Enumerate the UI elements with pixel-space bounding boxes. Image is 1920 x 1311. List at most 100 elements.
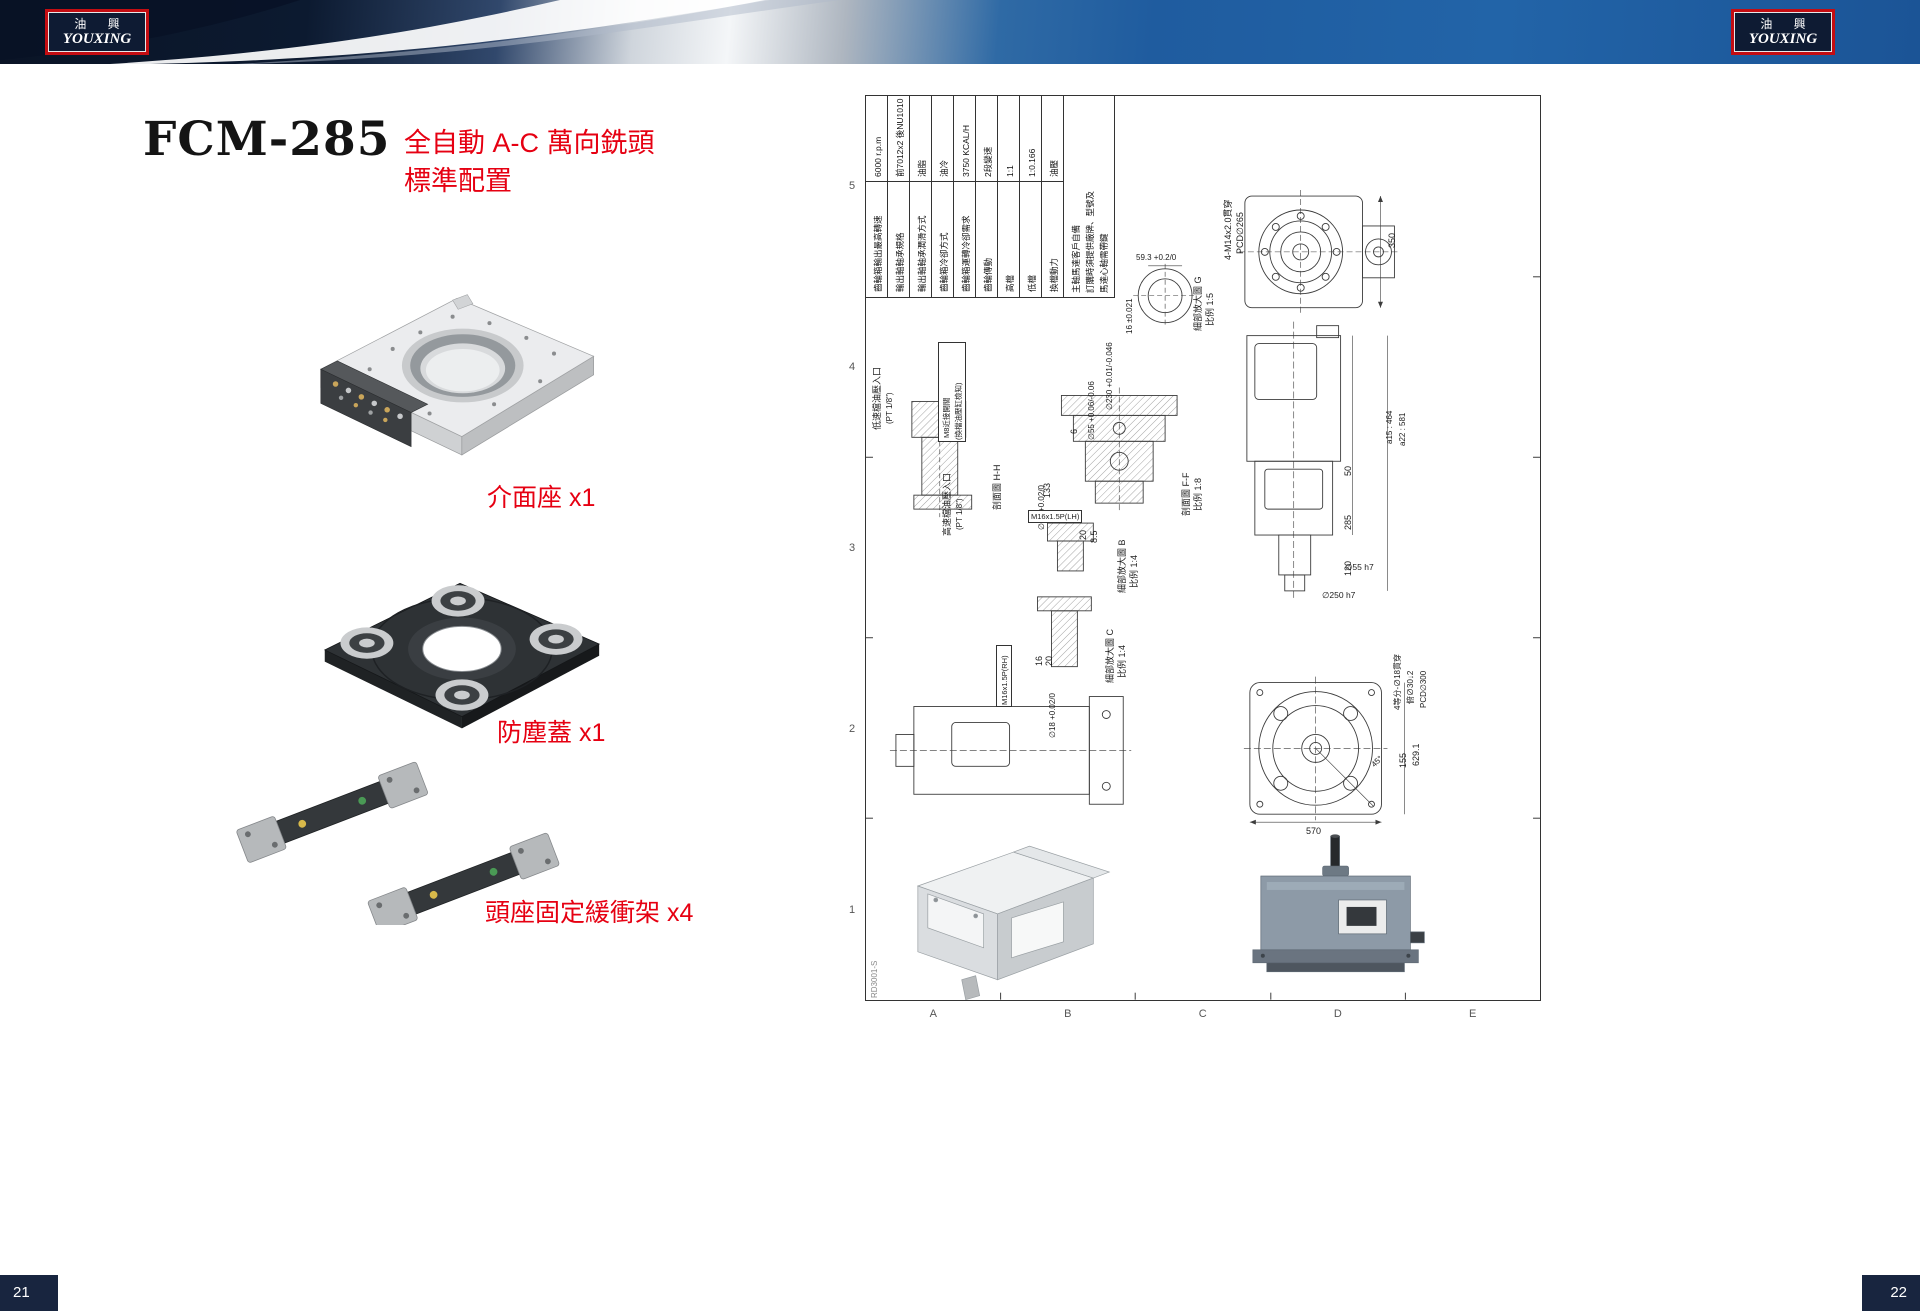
grid-col-label: B: [1064, 1008, 1072, 1020]
grid-row-label: 3: [849, 541, 856, 554]
label-dim-50: 50: [1343, 465, 1353, 476]
label-dim-155: 155: [1398, 752, 1408, 768]
spec-note-line: 主軸馬達客戶自備: [1071, 224, 1081, 293]
label-dia-55-h7: ∅55 h7: [1345, 562, 1374, 572]
label-dim-20-b: 20: [1078, 529, 1088, 540]
label-dim-16-tol: 16 ±0.021: [1125, 298, 1134, 334]
caption-buffer-brackets: 頭座固定緩衝架 x4: [485, 899, 694, 927]
label-dim-570: 570: [1306, 826, 1322, 836]
label-detail-g: 細部放大圖 G: [1193, 276, 1203, 331]
logo-en-text: YOUXING: [1748, 30, 1818, 47]
label-scale-b: 比例 1:4: [1129, 554, 1139, 588]
label-detail-b: 細部放大圖 B: [1117, 539, 1127, 593]
spec-note: 主軸馬達客戶自備 訂購時須提供廠牌、型號及 馬達心軸需帶鍵: [1064, 96, 1114, 297]
label-m8-switch: M8近接開關: [942, 397, 951, 438]
spec-label-cell: 輸出軸軸承潤滑方式: [916, 215, 927, 292]
grid-row-label: 1: [849, 903, 856, 916]
label-low-gear-oil-port: 低速檔油壓入口: [872, 366, 882, 430]
spec-label-cell: 高檔: [1004, 274, 1015, 292]
label-dim-59-3: 59.3 +0.2/0: [1136, 253, 1177, 262]
dust-cover-render: [323, 582, 601, 729]
subtitle-line1: 全自動 A-C 萬向銑頭: [404, 128, 655, 158]
label-scale-g: 比例 1:5: [1205, 292, 1215, 326]
label-dim-8-5: 8.5: [1089, 530, 1099, 543]
label-dim-285: 285: [1343, 514, 1353, 530]
label-bolt-pattern-top: 4-M14x2.0貫穿: [1223, 199, 1233, 260]
label-scale-ff: 比例 1:8: [1193, 477, 1203, 511]
label-pcd-265: PCD∅265: [1235, 212, 1245, 254]
spec-label-cell: 齒輪箱輸出最高轉速: [872, 215, 883, 292]
label-counterbore: 俯∅30↓2: [1406, 670, 1415, 704]
logo-en-text: YOUXING: [62, 30, 132, 47]
spec-column: 油壓 換檔動力: [1042, 96, 1064, 297]
logo-cn-text: 油 興: [74, 16, 129, 31]
spec-value-cell: 油冷: [932, 96, 953, 182]
grid-row-label: 5: [849, 180, 856, 193]
header-band: 油 興 YOUXING 油 興 YOUXING: [0, 0, 1920, 64]
label-doc-number: RD3001-S: [870, 960, 879, 998]
label-dim-350: 350: [1387, 232, 1397, 248]
spec-value-cell: 3750 KCAL/H: [954, 96, 975, 182]
logo-cn-text: 油 興: [1760, 16, 1815, 31]
spec-column: 1:0.166 低檔: [1020, 96, 1042, 297]
page-number-right: 22: [1862, 1275, 1920, 1311]
logo-left: 油 興 YOUXING: [45, 9, 149, 55]
label-dia-18-b: ∅18 +0.02/0: [1037, 484, 1046, 530]
grid-col-label: D: [1333, 1008, 1342, 1020]
spec-label-cell: 齒輪箱冷卻方式: [938, 232, 949, 292]
caption-interface-seat: 介面座 x1: [487, 484, 596, 512]
product-image-buffer-brackets: [222, 745, 602, 934]
product-image-interface-seat: [272, 266, 624, 478]
label-dim-629: 629.1: [1411, 743, 1421, 766]
header-swoosh-graphic: [0, 0, 840, 64]
technical-drawing: 6000 r.p.m 齒輪箱輸出最高轉速 前7012x2 後NU1010 輸出軸…: [849, 95, 1541, 1020]
label-thread-lh: M16x1.5P(LH): [1028, 510, 1083, 523]
label-dia-250-h7: ∅250 h7: [1322, 590, 1356, 600]
spec-column: 6000 r.p.m 齒輪箱輸出最高轉速: [866, 96, 888, 297]
label-dia-55-tol: ∅55 +0.06/-0.06: [1087, 381, 1096, 440]
page-subtitle: 全自動 A-C 萬向銑頭 標準配置: [404, 124, 655, 200]
spec-column: 油脂 輸出軸軸承潤滑方式: [910, 96, 932, 297]
spec-column: 1:1 高檔: [998, 96, 1020, 297]
page-title-model: FCM-285: [143, 112, 391, 167]
spec-value-cell: 油脂: [910, 96, 931, 182]
label-m8-switch-note: (換檔油壓缸檢知): [954, 382, 963, 441]
caption-dust-cover: 防塵蓋 x1: [497, 719, 606, 747]
label-dim-a15: a15 : 464: [1385, 410, 1394, 444]
spec-value-cell: 1:0.166: [1020, 96, 1041, 182]
label-high-gear-oil-port-size: (PT 1/8"): [955, 498, 964, 530]
spec-note-line: 馬達心軸需帶鍵: [1099, 233, 1109, 293]
label-four-equal-holes: 4等分-∅18貫穿: [1393, 653, 1402, 710]
label-dim-20-c: 20: [1044, 655, 1054, 666]
label-m8-switch-box: M8近接開關 (換檔油壓缸檢知): [938, 342, 966, 442]
label-dia-18-c: ∅18 +0.02/0: [1048, 692, 1057, 738]
label-detail-c: 細部放大圖 C: [1105, 628, 1115, 683]
spec-label-cell: 低檔: [1026, 274, 1037, 292]
label-section-hh: 剖面圖 H-H: [992, 464, 1002, 511]
label-section-ff: 剖面圖 F-F: [1181, 472, 1191, 517]
label-dia-230: ∅230 +0.01/-0.046: [1105, 342, 1114, 410]
spec-label-cell: 輸出軸軸承規格: [894, 232, 905, 292]
spec-label-cell: 齒輪傳動: [982, 257, 993, 292]
spec-value-cell: 2段變速: [976, 96, 997, 182]
label-high-gear-oil-port: 高速檔油壓入口: [942, 472, 952, 536]
grid-col-label: C: [1198, 1008, 1207, 1020]
label-dim-a22: a22 : 581: [1398, 412, 1407, 446]
spec-table: 6000 r.p.m 齒輪箱輸出最高轉速 前7012x2 後NU1010 輸出軸…: [866, 96, 1115, 298]
spec-column: 3750 KCAL/H 齒輪箱運轉冷卻需求: [954, 96, 976, 297]
spec-column: 2段變速 齒輪傳動: [976, 96, 998, 297]
page-number-left: 21: [0, 1275, 58, 1311]
label-low-gear-oil-port-size: (PT 1/8"): [885, 392, 894, 424]
spec-column: 前7012x2 後NU1010 輸出軸軸承規格: [888, 96, 910, 297]
grid-col-label: E: [1469, 1008, 1477, 1020]
grid-row-label: 4: [849, 361, 856, 374]
spec-column: 油冷 齒輪箱冷卻方式: [932, 96, 954, 297]
spec-value-cell: 1:1: [998, 96, 1019, 182]
label-pcd-300: PCD∅300: [1419, 670, 1428, 708]
label-thread-rh: M16x1.5P(RH): [1000, 655, 1009, 705]
spec-label-cell: 換檔動力: [1048, 257, 1059, 292]
label-thread-rh-box: M16x1.5P(RH): [996, 645, 1012, 707]
